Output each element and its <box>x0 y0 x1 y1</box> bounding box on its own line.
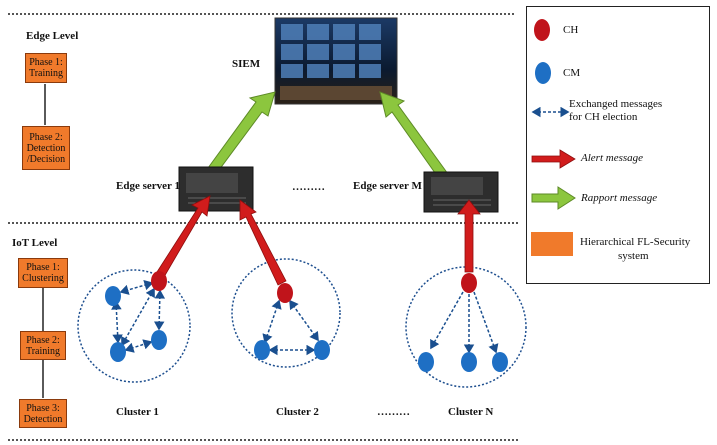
iot-phase-2-title: Training <box>25 345 61 357</box>
c1-link-ch-bl <box>121 287 155 347</box>
c1-link-ch-r <box>153 289 166 331</box>
c2-link-ch-r <box>289 299 319 342</box>
servers-ellipsis: ……… <box>292 181 325 193</box>
legend-cm-label: CM <box>563 67 581 79</box>
cluster-n-boundary <box>405 266 527 388</box>
legend-ch-icon <box>534 19 550 41</box>
legend-hierarchical-icon <box>531 232 573 256</box>
edge-level-label: Edge Level <box>26 30 79 42</box>
rapport-arrow-server-1 <box>207 91 276 175</box>
clusters-ellipsis: ……… <box>377 406 410 418</box>
legend-alert-label: Alert message <box>581 152 644 164</box>
cluster-2-nodes <box>254 283 330 360</box>
iot-phase-1-number: Phase 1: <box>26 262 60 273</box>
cluster-2-boundary <box>231 258 341 368</box>
iot-phase-2-box: Phase 2: Training <box>20 331 66 360</box>
legend-alert-icon <box>531 149 576 169</box>
cn-link-ch-r <box>473 291 499 354</box>
iot-phase-2-number: Phase 2: <box>26 334 60 346</box>
cluster-n-cm-node <box>492 352 508 372</box>
cluster-1-nodes <box>105 271 167 362</box>
alert-arrow-cluster-n <box>457 199 481 273</box>
legend-hierarchical-label-2: system <box>618 250 649 262</box>
siem-monitor-wall <box>274 17 398 105</box>
legend-cm-icon <box>535 62 551 84</box>
edge-phase-2-title: Detection <box>26 142 66 154</box>
cluster-2-cm-node <box>314 340 330 360</box>
cluster-n-label: Cluster N <box>448 406 494 418</box>
edge-server-m-label: Edge server M <box>353 180 422 192</box>
cluster-1-cm-node <box>105 286 121 306</box>
cluster-1-boundary <box>77 269 191 383</box>
cn-link-ch-l <box>430 291 464 350</box>
iot-phase-3-box: Phase 3: Detection <box>19 399 67 428</box>
edge-phase-1-number: Phase 1: <box>29 57 63 68</box>
cluster-2-ch-node <box>277 283 293 303</box>
cluster-1-label: Cluster 1 <box>116 406 159 418</box>
cluster-n-cm-node <box>461 352 477 372</box>
cluster-n-cm-node <box>418 352 434 372</box>
edge-phase-2-number: Phase 2: <box>29 131 63 143</box>
edge-server-1-label: Edge server 1 <box>116 180 180 192</box>
legend-rapport-label: Rapport message <box>581 192 658 204</box>
iot-level-label: IoT Level <box>12 237 58 249</box>
cluster-n-ch-node <box>461 273 477 293</box>
legend-rapport-icon <box>531 186 576 210</box>
c2-link-ch-l <box>262 299 282 344</box>
cluster-1-cm-node <box>151 330 167 350</box>
cluster-2-cm-node <box>254 340 270 360</box>
legend-ch-label: CH <box>563 24 579 36</box>
c1-link-tl-bl <box>111 300 123 344</box>
cluster-1-cm-node <box>110 342 126 362</box>
c1-link-bl-r <box>124 339 153 353</box>
edge-phase-1-title: Training <box>28 68 64 79</box>
legend-exchanged-label-2: for CH election <box>569 111 638 123</box>
c1-link-ch-tl <box>119 280 154 295</box>
iot-phase-3-number: Phase 3: <box>26 402 60 414</box>
edge-phase-2-box: Phase 2: Detection /Decision <box>22 126 70 170</box>
legend-exchanged-label-1: Exchanged messages <box>569 98 663 110</box>
legend-hierarchical-label-1: Hierarchical FL-Security <box>580 236 691 248</box>
cluster-n-nodes <box>418 273 508 372</box>
cluster-1-ch-node <box>151 271 167 291</box>
alert-arrow-cluster-1 <box>156 195 211 278</box>
edge-server-m <box>423 171 499 213</box>
legend-panel <box>526 6 710 284</box>
rapport-arrow-server-m <box>379 91 449 181</box>
edge-phase-2-subtitle: /Decision <box>26 153 66 165</box>
alert-arrow-cluster-2 <box>239 199 287 286</box>
iot-phase-3-title: Detection <box>23 413 63 425</box>
iot-phase-1-box: Phase 1: Clustering <box>18 258 68 288</box>
siem-label: SIEM <box>232 58 261 70</box>
iot-phase-1-title: Clustering <box>22 273 64 284</box>
cluster-2-label: Cluster 2 <box>276 406 319 418</box>
edge-phase-1-box: Phase 1: Training <box>25 53 67 83</box>
